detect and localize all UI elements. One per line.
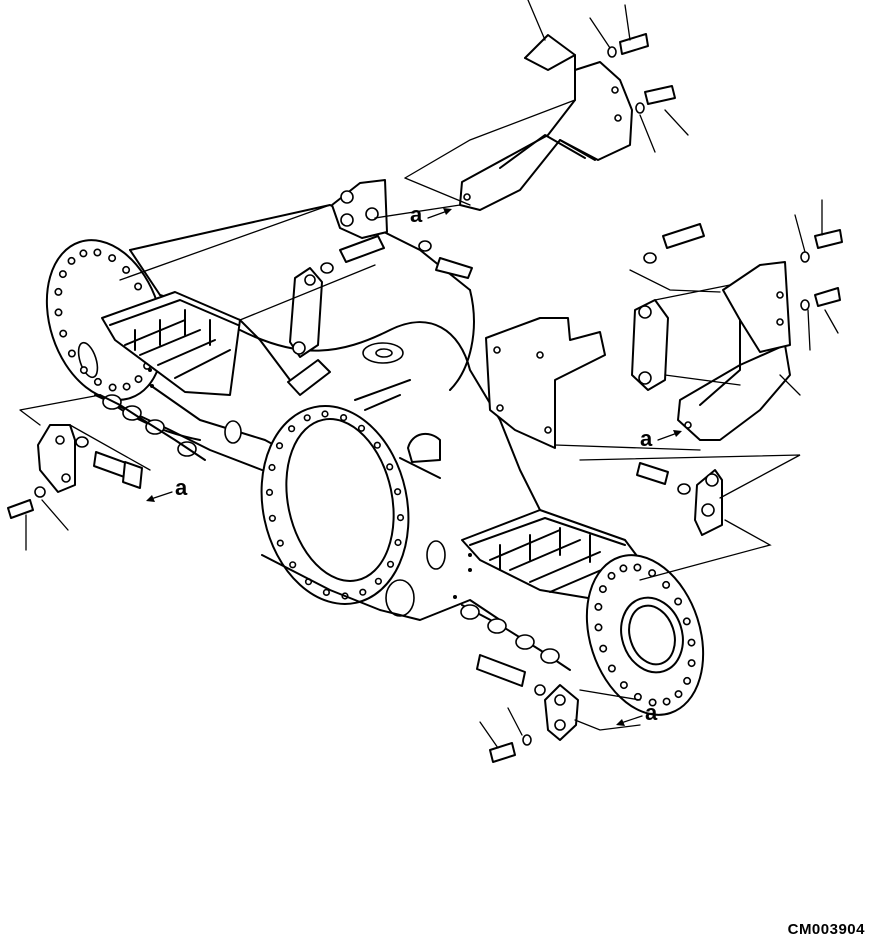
bolt-hole: [275, 442, 284, 450]
bolt-hole: [594, 602, 603, 611]
bolt-hole: [607, 571, 616, 580]
callout-a-lower: a: [616, 700, 658, 726]
bolt-hole: [54, 287, 63, 296]
callout-a-left: a: [146, 475, 188, 502]
right-lower-lugs: [460, 604, 571, 671]
right-hub-flange: [585, 554, 705, 716]
callout-a-label: a: [410, 202, 423, 227]
leader-lines: [25, 0, 839, 749]
bolt-hole: [108, 254, 117, 263]
bolt-hole: [79, 249, 88, 258]
bolt-hole: [321, 410, 329, 418]
bolt-hole: [58, 270, 67, 279]
bolt-hole: [682, 617, 691, 626]
bolt-hole: [134, 282, 143, 291]
bolt-hole: [122, 265, 131, 274]
bolt-hole: [67, 349, 76, 358]
bolt-hole: [276, 539, 284, 547]
bolt-hole: [598, 585, 607, 594]
bolt-hole: [134, 375, 143, 384]
bolt-hole: [359, 588, 367, 596]
bolt-hole: [340, 414, 348, 422]
bolt-hole: [122, 382, 131, 391]
body-detail-dots: [148, 368, 472, 599]
bolt-hole: [288, 425, 296, 433]
bolt-hole: [386, 463, 394, 471]
bolt-hole: [396, 513, 405, 522]
bolt-hole: [648, 569, 657, 578]
bolt-hole: [619, 564, 628, 573]
bolt-hole: [394, 488, 402, 496]
bolt-hole: [289, 561, 297, 569]
bolt-hole: [373, 441, 381, 449]
axle-housing: [45, 204, 705, 716]
bolt-hole: [79, 366, 88, 375]
differential-opening: [224, 405, 446, 617]
callout-a-label: a: [175, 475, 188, 500]
bolt-hole: [93, 377, 102, 386]
top-mount-pads: [287, 342, 441, 479]
bolt-hole: [683, 676, 692, 685]
bolt-hole: [303, 414, 311, 422]
callout-a-upper: a: [410, 202, 452, 227]
bolt-hole: [67, 256, 76, 265]
drawing-code: CM003904: [787, 921, 865, 938]
left-rib-boss: [101, 291, 241, 396]
left-lower-bracket: [7, 394, 151, 519]
bolt-hole: [674, 597, 683, 606]
bolt-group-upper: [320, 33, 676, 279]
bolt-hole: [599, 644, 608, 653]
upper-bracket-assembly: [119, 33, 676, 358]
bolt-hole: [357, 424, 366, 432]
bolt-hole: [108, 383, 117, 392]
bolt-hole: [594, 623, 603, 632]
bolt-hole: [93, 248, 102, 257]
callout-a-label: a: [645, 700, 658, 725]
bolt-hole: [394, 538, 402, 547]
bolt-hole: [687, 638, 696, 647]
callout-a-right: a: [640, 426, 682, 451]
callout-a-label: a: [640, 426, 653, 451]
right-bracket-assembly: [485, 223, 843, 581]
bolt-hole: [607, 664, 616, 673]
bolt-hole: [265, 488, 274, 497]
bolt-hole: [54, 308, 63, 317]
bolt-hole: [374, 577, 383, 585]
bolt-hole: [268, 514, 277, 522]
bolt-hole: [322, 588, 331, 597]
bolt-hole: [386, 560, 395, 568]
bolt-hole: [662, 697, 671, 706]
bolt-hole: [268, 463, 276, 472]
bolt-hole: [674, 690, 683, 699]
bolt-hole: [59, 329, 68, 338]
bolt-hole: [633, 563, 642, 572]
lower-right-bracket: [476, 654, 641, 763]
bolt-hole: [687, 659, 696, 668]
left-lower-lugs: [99, 394, 206, 461]
bolt-hole: [648, 698, 657, 707]
bolt-hole: [619, 681, 628, 690]
bolt-hole: [662, 580, 671, 589]
